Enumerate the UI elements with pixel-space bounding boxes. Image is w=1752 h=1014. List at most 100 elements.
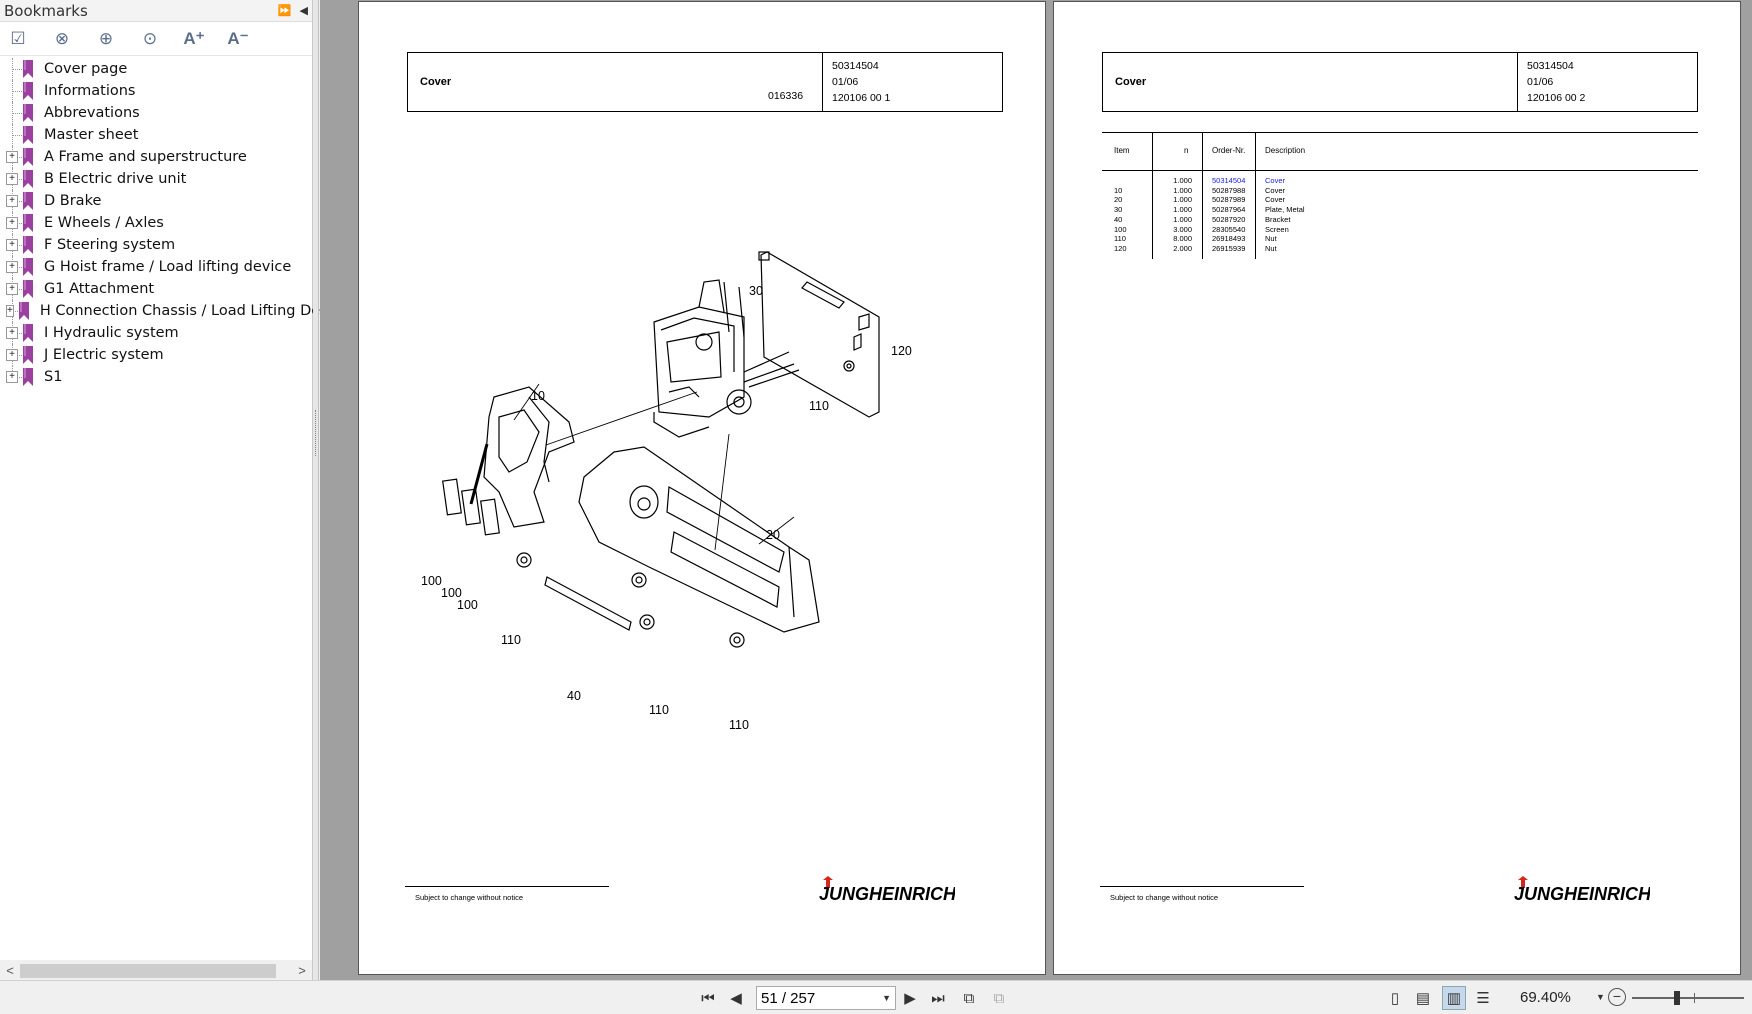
cell-desc: Plate, Metal [1265, 205, 1305, 215]
tree-line [12, 223, 24, 224]
cell-order: 50287964 [1212, 205, 1246, 215]
facing-pages-icon[interactable]: ▥ [1442, 986, 1466, 1010]
bookmark-item[interactable]: + A Frame and superstructure [0, 146, 312, 168]
bookmark-item[interactable]: +G Hoist frame / Load lifting device [0, 256, 312, 278]
bookmark-item[interactable]: +E Wheels / Axles [0, 212, 312, 234]
scroll-thumb[interactable] [20, 964, 276, 978]
bookmark-item[interactable]: +H Connection Chassis / Load Lifting Dev… [0, 300, 333, 322]
delete-bookmark-icon[interactable]: ⊗ [54, 28, 70, 48]
enlarge-text-icon[interactable]: A⁺ [183, 28, 205, 48]
zoom-out-icon[interactable]: − [1608, 988, 1626, 1006]
collapse-panel-icon[interactable]: ◀ [299, 5, 308, 17]
scroll-right-icon[interactable]: > [298, 962, 306, 978]
expand-icon[interactable]: + [6, 283, 18, 295]
tree-spacer [6, 129, 18, 141]
expand-icon[interactable]: + [6, 239, 18, 251]
bookmark-icon [22, 126, 34, 144]
bookmark-options-icon[interactable]: ☑ [10, 28, 26, 48]
sheet-code: 120106 00 2 [1527, 92, 1586, 104]
document-viewport[interactable]: Cover 016336 50314504 01/06 120106 00 1 [320, 0, 1752, 980]
expand-icon[interactable]: + [6, 195, 18, 207]
zoom-level[interactable]: 69.40% [1520, 989, 1571, 1006]
header-description: Description [1265, 146, 1306, 155]
header-meta: 50314504 01/06 120106 00 1 [832, 58, 890, 106]
skip-last-icon[interactable]: ⏭ [931, 989, 945, 1007]
page-number-input[interactable]: 51 / 257 ▼ [756, 986, 896, 1010]
cell-n: 1.000 [1173, 205, 1192, 215]
prev-icon[interactable]: ◀ [730, 990, 742, 1007]
expand-icon[interactable]: + [6, 217, 18, 229]
callout-30: 30 [749, 284, 763, 298]
expand-icon[interactable]: + [6, 349, 18, 361]
bookmark-label: Master sheet [44, 127, 139, 143]
expand-icon[interactable]: + [6, 305, 14, 317]
cell-order: 26918493 [1212, 234, 1246, 244]
bookmarks-horizontal-scrollbar[interactable]: < > [0, 960, 312, 980]
cell-order: 50287988 [1212, 185, 1246, 195]
bookmark-item[interactable]: +B Electric drive unit [0, 168, 312, 190]
cell-order: 50287920 [1212, 214, 1246, 224]
bookmark-item[interactable]: +J Electric system [0, 344, 312, 366]
cell-order[interactable]: 50314504 [1212, 176, 1246, 185]
bookmark-label: Abbrevations [44, 105, 140, 121]
bookmark-item[interactable]: +F Steering system [0, 234, 312, 256]
callout-10: 10 [531, 389, 545, 403]
cell-desc: Nut [1265, 243, 1277, 253]
single-page-icon[interactable]: ▯ [1390, 990, 1400, 1007]
page-title: Cover [420, 76, 452, 88]
cell-item: 40 [1114, 214, 1123, 224]
cell-n: 1.000 [1173, 195, 1192, 205]
add-bookmark-icon[interactable]: ⊕ [98, 28, 114, 48]
bookmark-item[interactable]: +S1 [0, 366, 312, 388]
bookmark-item[interactable]: Informations [0, 80, 312, 102]
bookmark-icon [22, 60, 34, 78]
find-bookmark-icon[interactable]: ⊙ [142, 28, 158, 48]
next-icon[interactable]: ▶ [904, 990, 916, 1007]
cell-order: 28305540 [1212, 224, 1246, 234]
tree-line [12, 333, 24, 334]
expand-icon[interactable]: + [6, 371, 18, 383]
cell-item: 20 [1114, 195, 1123, 205]
header-divider [1517, 53, 1518, 111]
reduce-text-icon[interactable]: A⁻ [227, 28, 249, 48]
chevron-down-icon[interactable]: ▼ [882, 993, 891, 1003]
expand-icon[interactable]: + [6, 261, 18, 273]
scroll-left-icon[interactable]: < [6, 962, 14, 978]
bookmark-label: A Frame and superstructure [44, 149, 247, 165]
expand-panel-icon[interactable]: ⏩ [277, 5, 292, 17]
fit-width-icon[interactable]: ⧉ [993, 989, 1005, 1007]
tree-line [12, 311, 24, 312]
splitter-grip[interactable] [315, 410, 317, 456]
bookmark-label: Cover page [44, 61, 128, 77]
tree-line [12, 157, 24, 158]
bookmark-item[interactable]: +G1 Attachment [0, 278, 312, 300]
bookmark-item[interactable]: Master sheet [0, 124, 312, 146]
chevron-down-icon[interactable]: ▼ [1596, 992, 1605, 1002]
expand-icon[interactable]: + [6, 327, 18, 339]
cell-desc[interactable]: Cover [1265, 176, 1286, 185]
expand-icon[interactable]: + [6, 151, 18, 163]
bookmark-item[interactable]: +I Hydraulic system [0, 322, 312, 344]
forklift-illustration [653, 279, 800, 438]
expand-icon[interactable]: + [6, 173, 18, 185]
continuous-page-icon[interactable]: ▤ [1415, 990, 1431, 1007]
continuous-facing-icon[interactable]: ☰ [1476, 990, 1490, 1007]
tree-spacer [6, 107, 18, 119]
cell-desc: Screen [1265, 224, 1289, 234]
bookmark-item[interactable]: Cover page [0, 58, 312, 80]
cell-desc: Nut [1265, 234, 1277, 244]
bookmark-item[interactable]: +D Brake [0, 190, 312, 212]
zoom-slider-knob[interactable] [1674, 991, 1680, 1005]
cell-n: 2.000 [1173, 243, 1192, 253]
bookmark-item[interactable]: Abbrevations [0, 102, 312, 124]
skip-first-icon[interactable]: ⏮ [701, 989, 715, 1007]
panel-splitter[interactable] [313, 0, 319, 980]
bookmark-icon [22, 148, 34, 166]
zoom-slider[interactable] [1632, 991, 1744, 1005]
fit-page-icon[interactable]: ⧉ [963, 989, 975, 1007]
scroll-track[interactable] [20, 962, 292, 978]
